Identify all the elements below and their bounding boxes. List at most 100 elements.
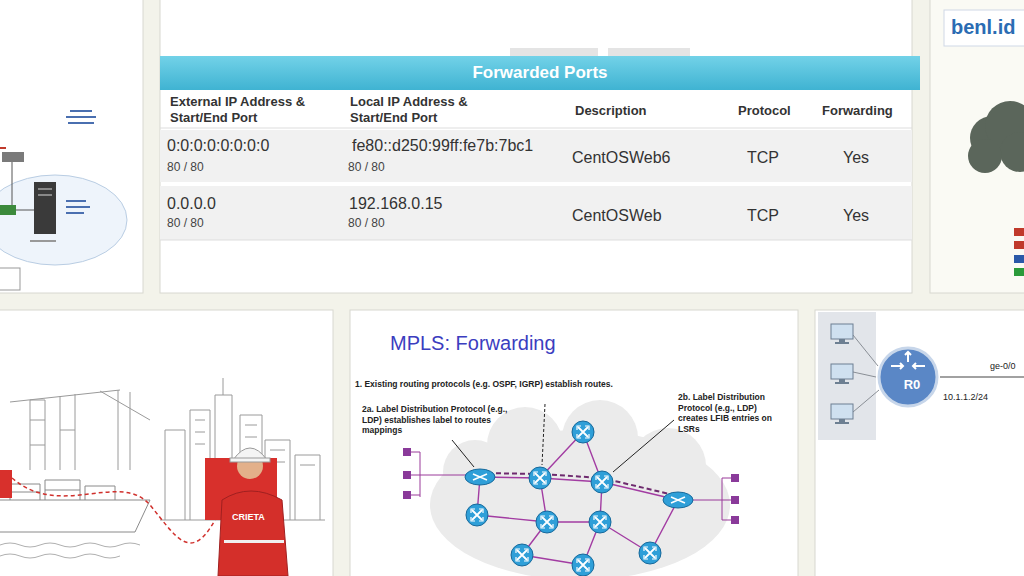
callout-note: 1. Existing routing protocols (e.g. OSPF…: [355, 379, 640, 390]
column-header: External IP Address & Start/End Port: [170, 94, 350, 127]
mpls-network: [613, 420, 674, 472]
router-topology: [831, 324, 853, 344]
isp-thumbnail: [1014, 228, 1024, 236]
mpls-network: [591, 471, 613, 493]
mpls-network: [536, 511, 558, 533]
table-cell: CentOSWeb: [572, 206, 662, 226]
isp-thumbnail: [1000, 132, 1024, 172]
mpls-network: [403, 448, 411, 456]
callout-note: 2a. Label Distribution Protocol (e.g., L…: [362, 404, 524, 436]
column-header: Description: [575, 103, 647, 119]
network-thumbnail: [0, 205, 16, 215]
column-header: Protocol: [738, 103, 791, 119]
logistics-illustration: [230, 458, 270, 462]
mpls-network: [403, 471, 411, 479]
network-thumbnail: [0, 268, 20, 290]
network-thumbnail: [0, 147, 6, 149]
vest-logo: CRIETA: [232, 512, 265, 523]
table-cell: Yes: [843, 148, 869, 168]
callout-note: 2b. Label Distribution Protocol (e.g., L…: [678, 392, 783, 435]
port-table: [608, 48, 690, 56]
logo-text: benl.id: [951, 15, 1015, 40]
table-title-band: Forwarded Ports: [160, 56, 920, 90]
table-cell: Yes: [843, 206, 869, 226]
mpls-network: [403, 491, 411, 499]
table-cell: 0.0.0.0: [167, 194, 216, 214]
logistics-illustration: [12, 478, 215, 543]
port-table: [160, 0, 912, 293]
mpls-network: [452, 440, 474, 467]
port-table: [160, 0, 912, 293]
router-topology: [853, 335, 879, 412]
table-cell: 80 / 80: [167, 160, 204, 175]
router-topology: [818, 312, 876, 440]
port-table: [160, 128, 912, 129]
mpls-network: [542, 404, 545, 465]
network-thumbnail: [66, 116, 96, 118]
mpls-network: [639, 542, 661, 564]
network-thumbnail: [66, 200, 86, 202]
isp-thumbnail: [1014, 241, 1024, 249]
router-arrows: [891, 352, 925, 369]
mpls-network: [572, 421, 594, 443]
mpls-network: [529, 467, 551, 489]
table-cell: CentOSWeb6: [572, 148, 670, 168]
table-cell: 80 / 80: [348, 160, 385, 175]
mpls-network: [465, 469, 495, 485]
table-cell: 80 / 80: [167, 216, 204, 231]
mpls-network: [408, 452, 466, 497]
mpls-network: [511, 544, 533, 566]
network-thumbnail: [0, 0, 143, 293]
mpls-network: [692, 478, 731, 520]
logistics-illustration: [0, 310, 333, 576]
mpls-network: [731, 496, 739, 504]
logistics-illustration: [10, 390, 150, 470]
port-table: [160, 240, 912, 241]
network-thumbnail: [66, 206, 90, 208]
network-thumbnail: [30, 240, 56, 242]
isp-thumbnail: [944, 10, 1024, 46]
port-table: [160, 186, 912, 240]
router-topology: [815, 310, 1024, 576]
mpls-network: [589, 511, 611, 533]
interface-name: ge-0/0: [990, 361, 1016, 372]
logistics-illustration: [0, 480, 150, 532]
table-cell: fe80::d250:99ff:fe7b:7bc1: [352, 136, 533, 156]
table-cell: 0:0:0:0:0:0:0:0: [167, 136, 269, 156]
router-topology: [815, 310, 1024, 576]
mpls-network: [572, 554, 594, 576]
table-cell: TCP: [747, 148, 779, 168]
isp-thumbnail: [968, 139, 1002, 173]
isp-thumbnail: [930, 0, 1024, 293]
logistics-illustration: [224, 540, 284, 543]
router-topology: [831, 404, 853, 424]
network-thumbnail: [66, 212, 84, 214]
ip-address: 10.1.1.2/24: [943, 392, 988, 403]
network-thumbnail: [38, 188, 52, 190]
network-thumbnail: [68, 122, 94, 124]
network-thumbnail: [38, 194, 52, 196]
isp-thumbnail: [1014, 268, 1024, 276]
slide-title: MPLS: Forwarding: [390, 331, 556, 356]
router-name: R0: [876, 377, 948, 393]
logistics-illustration: [218, 491, 288, 576]
table-title: Forwarded Ports: [160, 56, 920, 90]
network-thumbnail: [34, 182, 56, 234]
mpls-network: [350, 310, 798, 576]
table-cell: 192.168.0.15: [349, 194, 442, 214]
router-circle: R0: [876, 345, 948, 409]
mpls-network: [731, 474, 739, 482]
column-header: Forwarding: [822, 103, 893, 119]
network-thumbnail: [0, 175, 127, 265]
network-thumbnail: [12, 162, 34, 210]
table-cell: 80 / 80: [348, 216, 385, 231]
port-table: [160, 130, 912, 182]
network-thumbnail: [70, 110, 92, 112]
column-header: Local IP Address & Start/End Port: [350, 94, 510, 127]
logistics-illustration: [0, 543, 140, 558]
table-cell: TCP: [747, 206, 779, 226]
mpls-network: [562, 400, 638, 476]
router-topology: [831, 364, 853, 384]
network-thumbnail: [2, 152, 24, 162]
router-topology: [940, 376, 1024, 377]
